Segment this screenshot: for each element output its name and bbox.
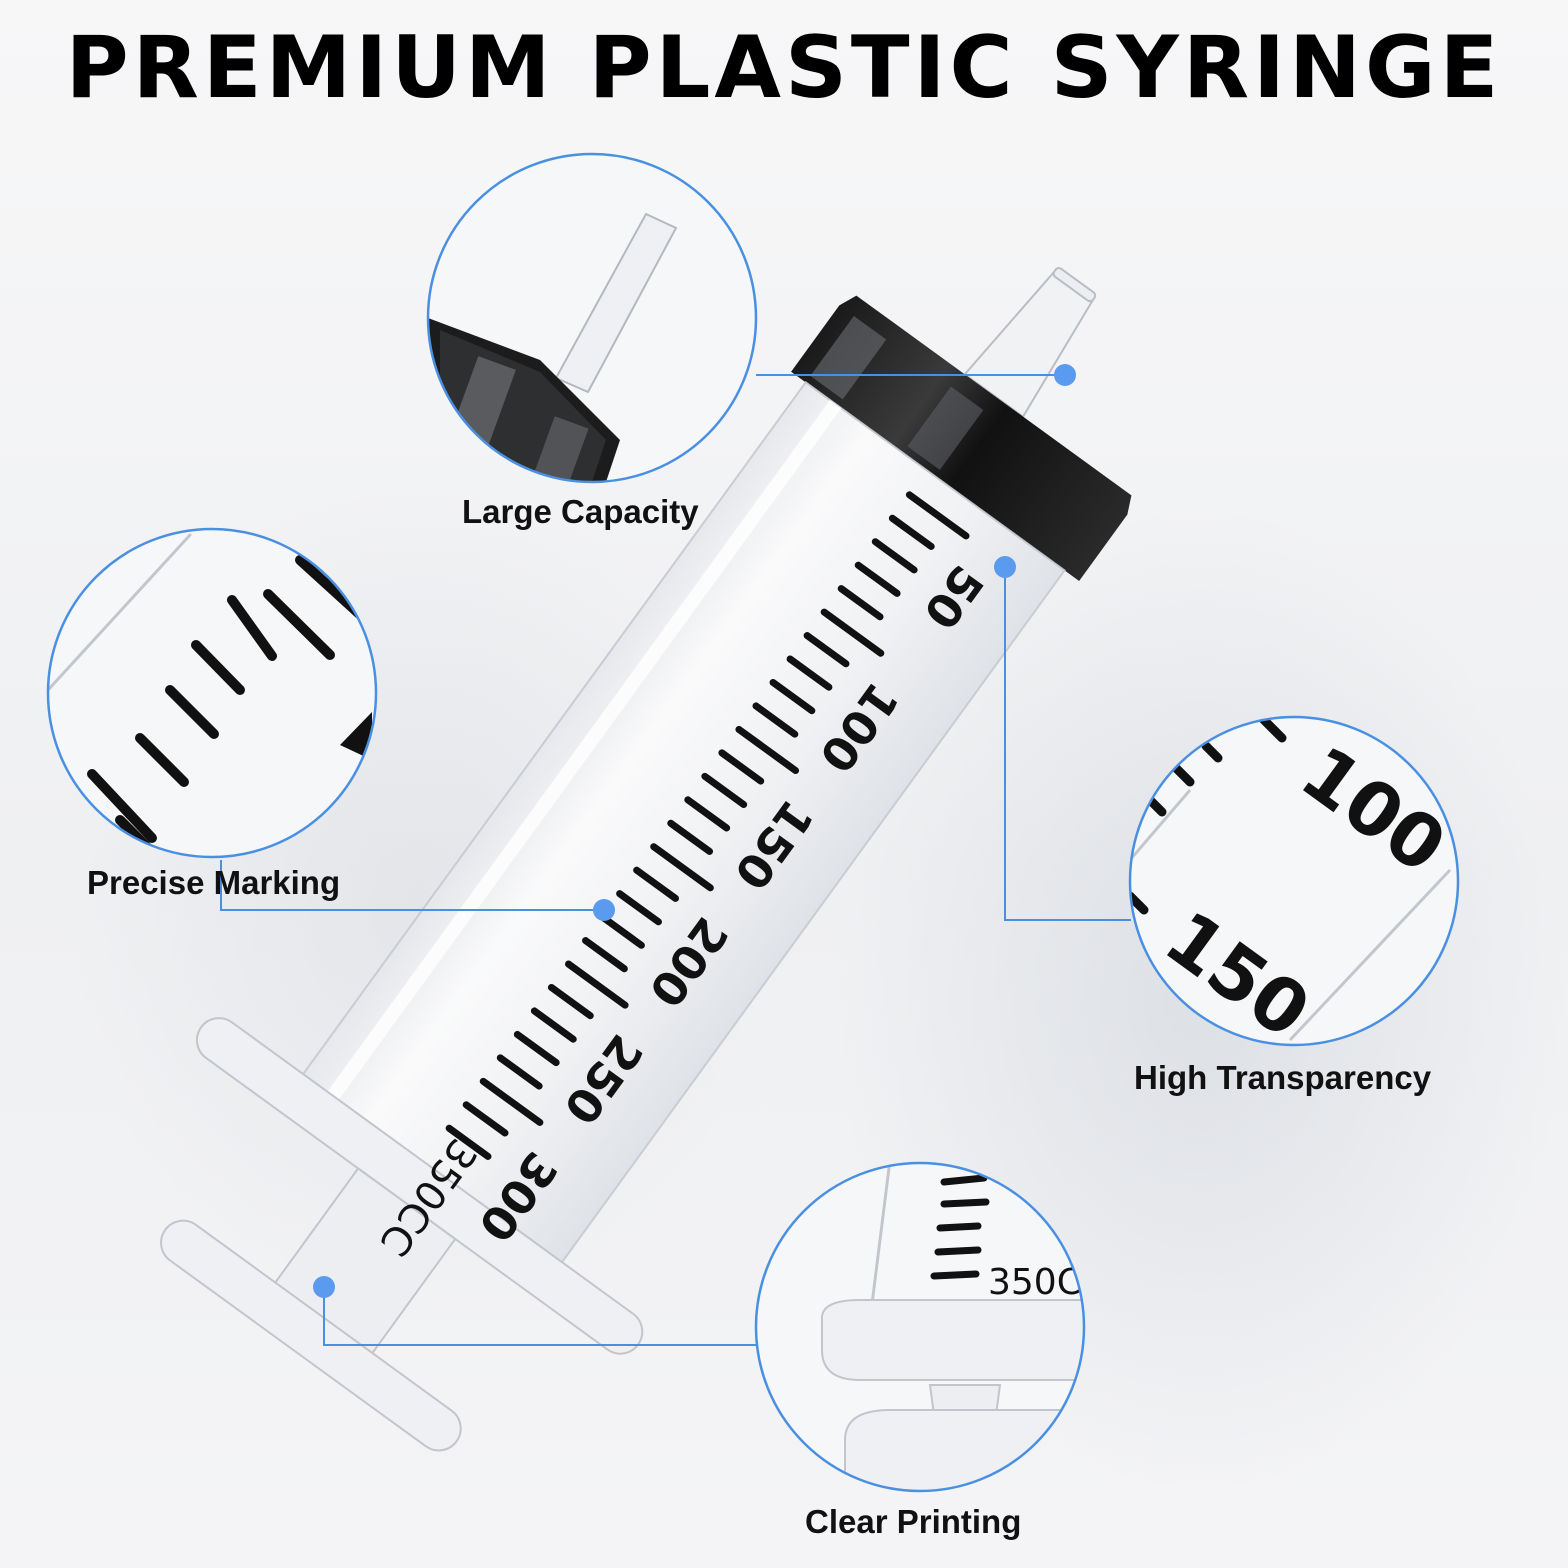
major-tick [905,491,970,540]
callout-line-marking [220,860,604,911]
major-tick [479,1077,544,1126]
callout-dots [313,364,1076,1298]
minor-tick [701,772,748,809]
minor-tick [684,796,731,832]
minor-tick [718,749,765,785]
minor-tick [513,1030,560,1067]
callout-dot-marking [593,899,615,921]
minor-tick [786,655,833,691]
feature-label-large-capacity: Large Capacity [462,493,699,530]
zoom-circle-printing: 350C [754,1161,1086,1493]
major-tick [564,960,629,1009]
feature-label-precise-marking: Precise Marking [87,864,341,901]
minor-tick [599,913,645,949]
feature-label-high-transparency: High Transparency [1134,1059,1432,1096]
major-tick [820,608,885,657]
syringe: 50 100 150 200 250 300 350CC [160,267,1132,1452]
minor-tick [633,866,679,902]
minor-tick [854,561,901,597]
zoom-circle-capacity [426,152,758,484]
minor-tick [496,1054,543,1090]
minor-tick [530,1007,577,1043]
zoom-circle-marking [46,527,378,859]
zoom-capacity-label: 350C [988,1262,1082,1303]
minor-tick [888,514,935,550]
minor-tick [445,1124,492,1160]
feature-label-clear-printing: Clear Printing [805,1503,1022,1540]
minor-tick [667,819,714,855]
callout-line-printing [323,1287,757,1346]
minor-tick [803,632,850,668]
minor-tick [769,678,816,715]
minor-tick [547,983,594,1020]
minor-tick [871,538,918,574]
callout-dot-printing [313,1276,335,1298]
zoom-circle-transparency: 100 150 [1128,715,1460,1047]
page-title: PREMIUM PLASTIC SYRINGE [65,18,1503,118]
callout-line-transparency [1004,567,1131,921]
major-tick [735,725,800,775]
graduation-ticks [445,491,970,1160]
minor-tick [837,585,884,621]
minor-tick [752,702,799,738]
minor-tick [582,937,628,973]
minor-tick [462,1101,509,1137]
callout-dot-transparency [994,556,1016,578]
callout-lines [220,374,1131,1346]
major-tick [650,843,714,892]
minor-tick [616,890,662,926]
callout-dot-capacity [1054,364,1076,386]
